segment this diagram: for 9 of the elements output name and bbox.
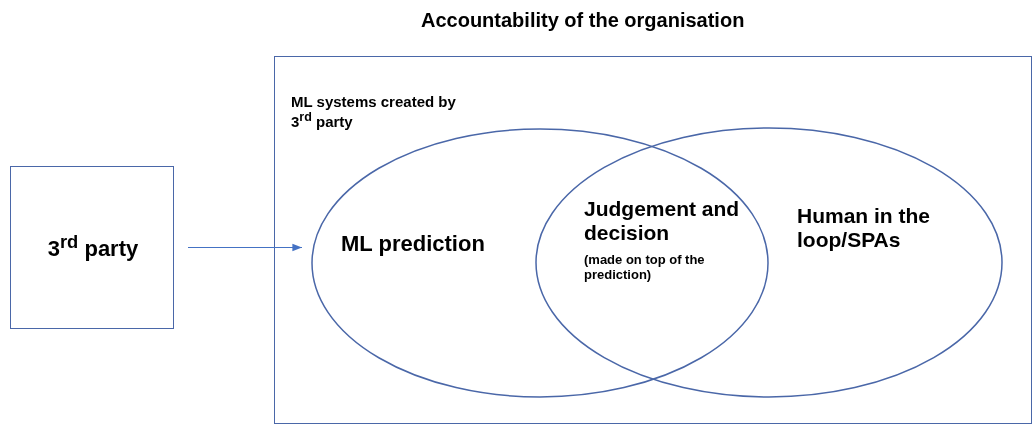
node-label: Judgement and decision [584, 197, 741, 246]
note-text: (made on top of the prediction) [584, 253, 706, 283]
node-label: 3$^{rd}$ party [46, 231, 140, 262]
group-label: ML systems created by 3$^{rd}$ party [291, 93, 457, 131]
arrow [187, 243, 303, 252]
node-label: Human in the loop/SPAs [797, 204, 931, 253]
node-label: ML prediction [341, 231, 486, 257]
title-text: Accountability of the organisation [421, 9, 745, 32]
process-box [10, 166, 174, 329]
